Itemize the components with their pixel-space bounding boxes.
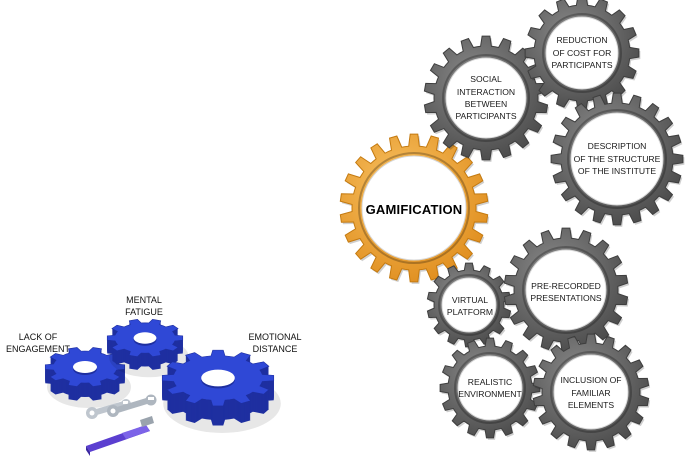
social-interaction-label: SOCIAL INTERACTION BETWEEN PARTICIPANTS <box>455 74 517 122</box>
gear-reduction-of-cost <box>524 0 641 112</box>
description-structure-label: DESCRIPTION OF THE STRUCTURE OF THE INST… <box>573 141 661 177</box>
gear-gamification <box>339 133 490 284</box>
realistic-environment-label: REALISTIC ENVIRONMENT <box>458 376 522 399</box>
gear-familiar-elements <box>532 333 651 452</box>
gear-description-structure <box>550 92 685 227</box>
tool-handle-icon <box>86 416 154 456</box>
pre-recorded-label: PRE-RECORDED PRESENTATIONS <box>530 280 602 303</box>
label-mental-fatigue: MENTAL FATIGUE <box>125 295 163 317</box>
gear-social-interaction <box>423 35 550 162</box>
problem-gear-mental-fatigue <box>106 319 189 378</box>
virtual-platform-label: VIRTUAL PLATFORM <box>446 294 494 317</box>
reduction-of-cost-label: REDUCTION OF COST FOR PARTICIPANTS <box>551 35 613 71</box>
label-emotional-distance: EMOTIONAL DISTANCE <box>248 332 302 354</box>
gamification-label: GAMIFICATION <box>365 201 463 217</box>
gear-realistic-environment <box>439 337 542 440</box>
label-lack-of-engagement: LACK OF ENGAGEMENT <box>5 332 70 354</box>
problem-gear-lack-of-engagement <box>44 347 131 408</box>
familiar-elements-label: INCLUSION OF FAMILIAR ELEMENTS <box>560 375 622 411</box>
gear-virtual-platform <box>426 262 513 349</box>
wrench-icon-2 <box>107 394 157 417</box>
gear-pre-recorded <box>503 227 630 354</box>
problem-gear-emotional-distance <box>161 349 281 433</box>
